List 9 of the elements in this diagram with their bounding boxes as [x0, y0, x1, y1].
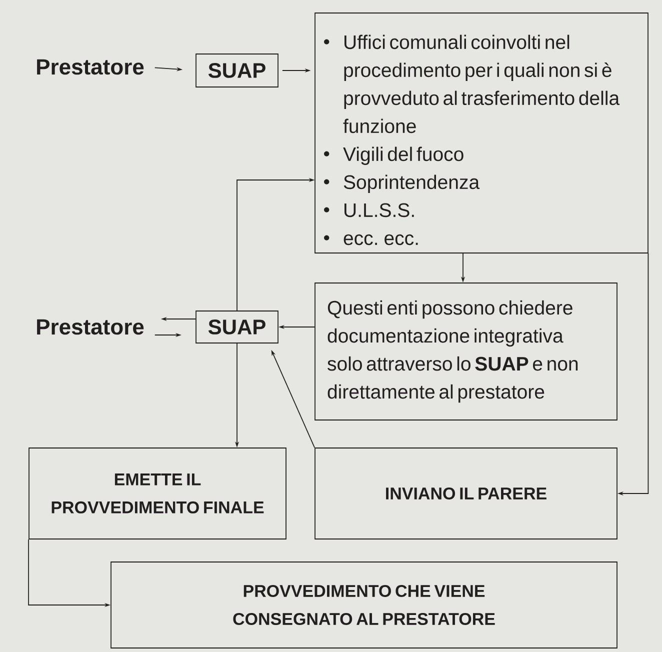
actor-label: Prestatore [37, 59, 144, 75]
office-box: SUAP [196, 310, 278, 344]
step-box: EMETTE IL PROVVEDIMENTO FINALE [28, 448, 286, 540]
list-box: Uffici comunali coinvolti nel procedimento per i quali non si è provveduto al trasferimento della funzione Vigili del fuoco Soprintendenza U.L.S.S. ecc. ecc. [314, 12, 648, 254]
office-box: SUAP [196, 54, 278, 88]
step-box: PROVVEDIMENTO CHE VIENE CONSEGNATO AL PRESTATORE [110, 562, 618, 648]
step-box: INVIANO IL PARERE [314, 448, 618, 540]
actor-label: Prestatore [37, 319, 144, 335]
note-box: Questi enti possono chiedere documentazione integrativa solo attraverso lo SUAP e non direttamente al prestatore [314, 282, 618, 420]
